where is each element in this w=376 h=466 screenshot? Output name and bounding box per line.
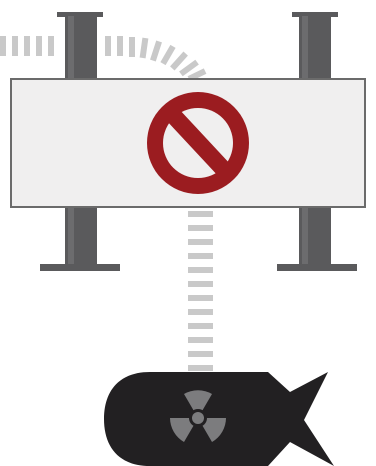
dashed-trajectory-vertical [188,211,213,371]
dashed-trajectory-curve [0,36,206,82]
prohibited-icon [147,92,249,194]
